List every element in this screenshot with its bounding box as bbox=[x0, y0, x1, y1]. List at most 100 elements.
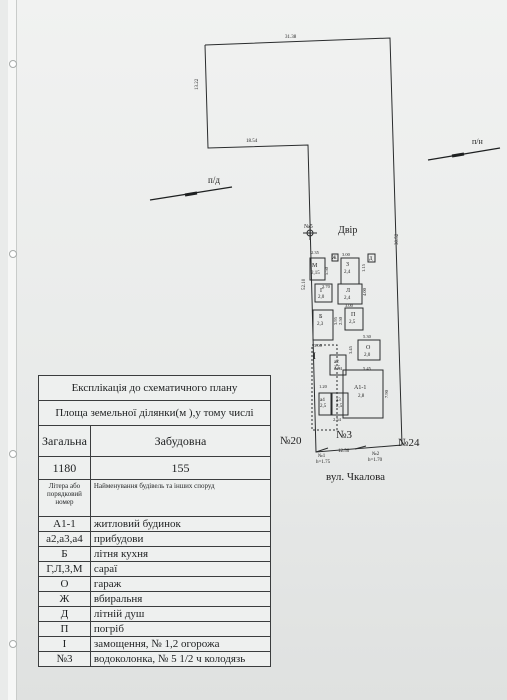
dim-top: 31.38 bbox=[285, 35, 297, 40]
measure: 2.50 bbox=[338, 316, 343, 325]
building-g bbox=[314, 283, 333, 303]
dim-left-upper: 13.22 bbox=[195, 78, 200, 90]
fence-1-label: №1 bbox=[318, 453, 326, 459]
building-a3-letter: а3 bbox=[336, 398, 341, 403]
col-built-header: Забудовна bbox=[89, 425, 272, 457]
building-m bbox=[309, 257, 326, 281]
building-a11 bbox=[342, 369, 384, 419]
gate-2 bbox=[354, 445, 367, 450]
built-area-value: 155 bbox=[89, 456, 272, 480]
measure: 2.54 bbox=[334, 366, 343, 371]
measure: 4.00 bbox=[362, 287, 367, 296]
fence-2-height: h=1.70 bbox=[368, 458, 383, 463]
building-a4 bbox=[318, 392, 332, 416]
gate-1 bbox=[315, 447, 329, 453]
measure: 5.50 bbox=[324, 266, 329, 275]
measure: 2.70 bbox=[322, 284, 331, 289]
well-label: №5 bbox=[304, 224, 313, 230]
dim-inner-top: 18.54 bbox=[246, 139, 258, 144]
total-area-value: 1180 bbox=[38, 456, 91, 480]
building-p-letter: П bbox=[351, 312, 356, 318]
yard-label: Двір bbox=[338, 225, 357, 236]
building-l bbox=[337, 283, 363, 305]
building-b-letter: Б bbox=[319, 314, 323, 320]
building-z-letter: З bbox=[346, 262, 349, 268]
building-g-area: 2,0 bbox=[318, 295, 325, 300]
building-o-letter: О bbox=[366, 345, 371, 351]
building-m-letter: М bbox=[312, 263, 318, 269]
measure: 2.35 bbox=[311, 250, 320, 255]
building-d bbox=[367, 253, 376, 263]
paving-area bbox=[311, 344, 338, 431]
measure: 3.95 bbox=[333, 316, 338, 325]
water-column-label: №3 bbox=[336, 429, 352, 441]
building-a2-area: 2,5 bbox=[334, 366, 341, 371]
well-icon bbox=[306, 229, 314, 237]
street-label: вул. Чкалова bbox=[326, 471, 385, 483]
dim-left-lower: 52.10 bbox=[302, 278, 307, 290]
building-m-area: 2,15 bbox=[311, 271, 320, 276]
building-d-letter: Д bbox=[369, 257, 373, 262]
building-l-letter: Л bbox=[346, 288, 350, 294]
punch-hole bbox=[9, 250, 17, 258]
measure: 2.54 bbox=[333, 417, 342, 422]
punch-hole bbox=[9, 640, 17, 648]
dim-right: 30.52 bbox=[395, 233, 400, 245]
building-a4-letter: а4 bbox=[320, 398, 325, 403]
table-title: Експлікація до схематичного плану bbox=[38, 375, 271, 401]
building-a11-letter: А1-1 bbox=[354, 385, 366, 391]
document-page: 31.38 13.22 18.54 30.52 52.10 12.50 Двір… bbox=[8, 0, 507, 700]
building-a4-area: 2,5 bbox=[320, 404, 327, 409]
building-a11-area: 2,8 bbox=[358, 394, 365, 399]
building-zh bbox=[331, 253, 339, 262]
measure: 5.30 bbox=[363, 334, 372, 339]
measure: 7.90 bbox=[384, 389, 389, 398]
building-a2-letter: а2 bbox=[334, 360, 339, 365]
neighbor-20-label: №20 bbox=[280, 435, 302, 447]
col-name-header: Найменування будівель та інших споруд bbox=[89, 479, 272, 517]
table-subtitle: Площа земельної ділянки(м ),у тому числі bbox=[38, 400, 271, 426]
pd-label: п/д bbox=[208, 175, 220, 185]
measure: 3.00 bbox=[345, 303, 354, 308]
paving-label: I bbox=[313, 351, 316, 361]
measure: 1.20 bbox=[319, 384, 328, 389]
building-p-area: 2,5 bbox=[349, 320, 356, 325]
pn-label: п/н bbox=[472, 137, 484, 146]
building-p bbox=[344, 307, 364, 331]
building-l-area: 2,4 bbox=[344, 296, 351, 301]
punch-hole bbox=[9, 60, 17, 68]
building-b-area: 2,3 bbox=[317, 322, 324, 327]
col-letter-header: Літера або порядковий номер bbox=[38, 479, 91, 517]
site-plan: 31.38 13.22 18.54 30.52 52.10 12.50 Двір… bbox=[149, 35, 501, 483]
measure: 3.00 bbox=[314, 343, 323, 348]
measure: 3.45 bbox=[348, 345, 353, 354]
building-a3 bbox=[331, 392, 349, 416]
building-b bbox=[312, 309, 334, 341]
neighbor-24-label: №24 bbox=[398, 437, 420, 449]
building-z-area: 2,4 bbox=[344, 270, 351, 275]
punch-hole bbox=[9, 450, 17, 458]
col-total-header: Загальна bbox=[38, 425, 91, 457]
building-o-area: 2,0 bbox=[364, 353, 371, 358]
building-a2 bbox=[329, 354, 347, 376]
building-zh-letter: Ж bbox=[332, 256, 337, 261]
binder-strip bbox=[8, 0, 17, 700]
building-a3-area: 2,5 bbox=[336, 404, 343, 409]
fence-2-label: №2 bbox=[372, 451, 380, 457]
building-o bbox=[357, 339, 381, 361]
explication-table: Експлікація до схематичного плану Площа … bbox=[38, 375, 272, 667]
fence-1-height: h=1.75 bbox=[316, 460, 331, 465]
dim-bottom: 12.50 bbox=[338, 449, 350, 454]
measure: 5.45 bbox=[363, 366, 372, 371]
measure: 1.15 bbox=[361, 263, 366, 272]
